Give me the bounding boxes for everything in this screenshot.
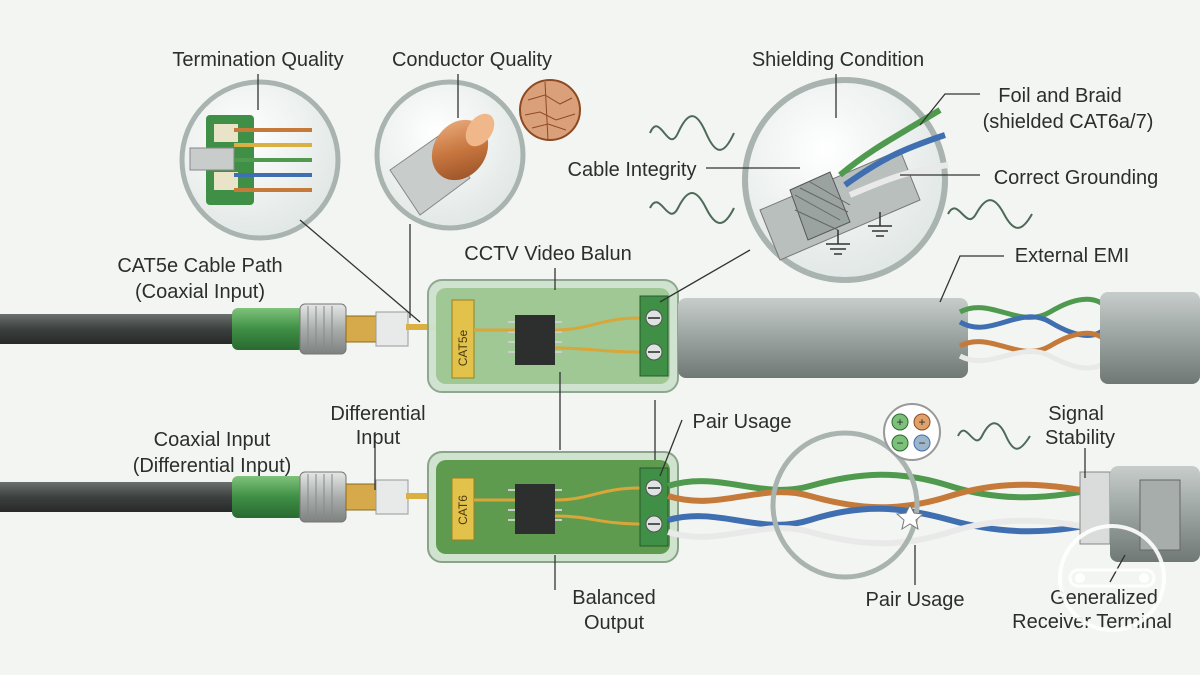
minus-sign-1: − — [896, 436, 903, 450]
bottom-balun: CAT6 — [427, 451, 679, 563]
label-shielded-cat6a7: (shielded CAT6a/7) — [983, 111, 1154, 133]
ground-symbol-2 — [868, 212, 892, 237]
label-external-emi: External EMI — [1015, 245, 1129, 267]
top-bnc-connector — [299, 303, 347, 355]
label-differential: Differential — [330, 403, 425, 425]
braid-shield — [789, 171, 851, 241]
minus-sign-2: − — [918, 436, 925, 450]
label-cat5e-cable-path: CAT5e Cable Path — [117, 255, 282, 277]
termination-quality-lens — [179, 79, 341, 241]
plus-sign-1: + — [896, 415, 903, 429]
label-pair-usage-top: Pair Usage — [693, 411, 792, 433]
label-conductor-quality: Conductor Quality — [392, 49, 552, 71]
bottom-cat-chip-label: CAT6 — [456, 495, 470, 525]
watermark-badge — [1058, 524, 1166, 632]
pair-usage-star — [895, 503, 925, 531]
label-cctv-video-balun: CCTV Video Balun — [464, 243, 632, 265]
label-pair-usage-bottom: Pair Usage — [866, 589, 965, 611]
label-signal: Signal — [1048, 403, 1104, 425]
label-cable-integrity: Cable Integrity — [568, 159, 697, 181]
top-terminal-block — [639, 295, 669, 377]
label-stability: Stability — [1045, 427, 1115, 449]
label-correct-grounding: Correct Grounding — [994, 167, 1159, 189]
leader-lines — [257, 74, 1126, 590]
bottom-twisted-pairs — [667, 466, 1200, 562]
pair-usage-lens — [770, 430, 925, 580]
top-bnc-boot — [232, 308, 304, 350]
label-termination-quality: Termination Quality — [172, 49, 343, 71]
top-ic-chip — [515, 315, 555, 365]
label-coaxial-input-top: (Coaxial Input) — [135, 281, 265, 303]
label-foil-and-braid: Foil and Braid — [998, 85, 1121, 107]
label-output: Output — [584, 612, 644, 634]
shielding-condition-lens — [742, 77, 949, 283]
label-coaxial-input: Coaxial Input — [154, 429, 271, 451]
bottom-cat-chip — [451, 477, 475, 541]
top-utp-cable — [678, 292, 1200, 384]
labels: Termination Quality Conductor Quality Sh… — [117, 49, 1171, 634]
bottom-coax-cable — [0, 482, 240, 512]
plus-sign-2: + — [918, 415, 925, 429]
bottom-cable-run — [0, 471, 436, 523]
top-cable-run — [0, 303, 436, 355]
emi-waves — [649, 115, 1033, 450]
label-differential-input-paren: (Differential Input) — [133, 455, 292, 477]
label-generalized: Generalized — [1050, 587, 1158, 609]
top-bnc-pin — [345, 315, 377, 343]
signal-wave — [957, 422, 1031, 450]
top-cat-chip — [451, 299, 475, 379]
polarity-badge: + + − − — [883, 403, 941, 461]
bottom-bnc-connector — [299, 471, 347, 523]
ground-symbol-1 — [826, 230, 850, 255]
label-balanced: Balanced — [572, 587, 655, 609]
top-coax-cable — [0, 314, 240, 344]
copper-strand-detail — [519, 79, 581, 141]
bottom-bnc-boot — [232, 476, 304, 518]
top-balun: CAT5e — [427, 279, 679, 393]
label-shielding-condition: Shielding Condition — [752, 49, 924, 71]
conductor-quality-lens — [374, 79, 581, 231]
bottom-ic-chip — [515, 484, 555, 534]
top-cat-chip-label: CAT5e — [456, 329, 470, 366]
label-input: Input — [356, 427, 401, 449]
